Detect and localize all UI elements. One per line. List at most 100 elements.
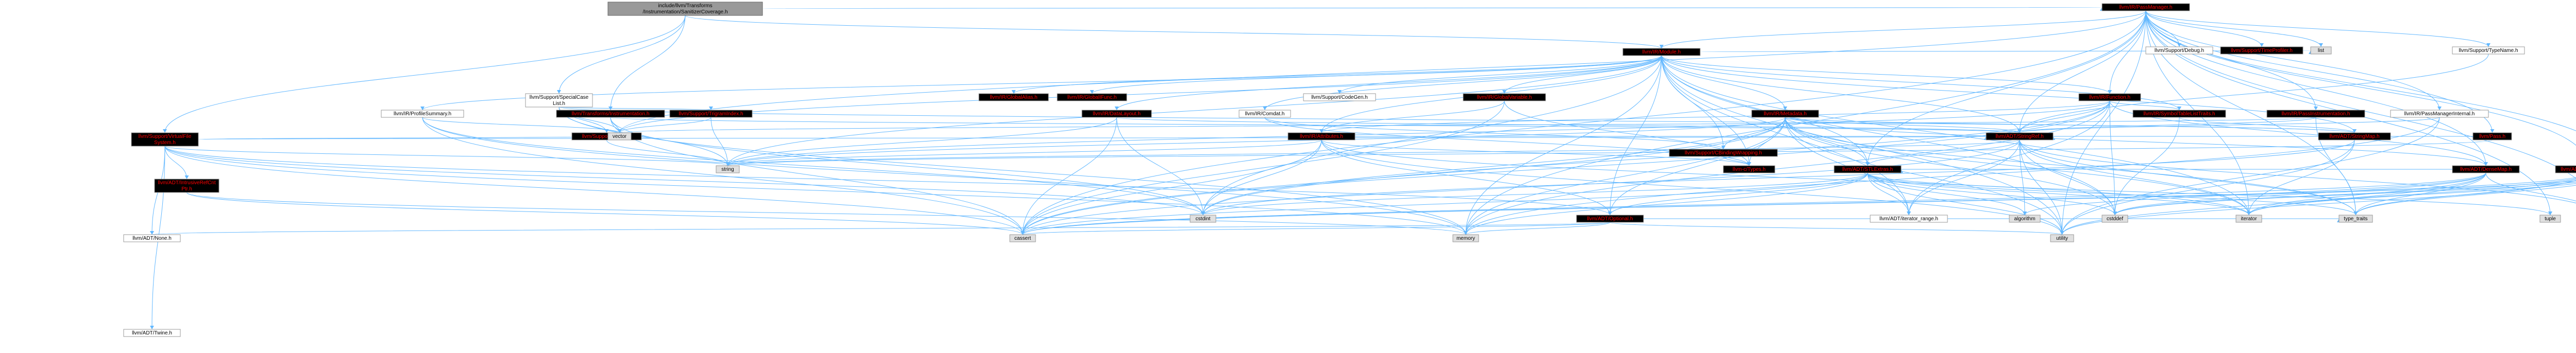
node-label: llvm/ADT/StringMap.h — [2329, 134, 2379, 139]
node-datalayout[interactable]: llvm/IR/DataLayout.h — [1081, 110, 1152, 118]
node-pass[interactable]: llvm/Pass.h — [2472, 132, 2512, 140]
node-globalifunc[interactable]: llvm/IR/GlobalIFunc.h — [1057, 93, 1127, 101]
arrowhead — [184, 175, 189, 179]
edge-passmanager-to-list — [2145, 10, 2321, 47]
edge-passmanagerinternal-to-memory — [1465, 117, 2440, 235]
node-box — [2235, 215, 2262, 223]
node-box — [607, 132, 632, 140]
node-box — [2102, 3, 2190, 11]
node-metadata[interactable]: llvm/IR/Metadata.h — [1751, 110, 1819, 118]
arrowhead — [2247, 211, 2251, 215]
node-profilesummary[interactable]: llvm/IR/ProfileSummary.h — [381, 110, 464, 118]
node-module[interactable]: llvm/IR/Module.h — [1622, 48, 1701, 56]
node-vector[interactable]: vector — [607, 132, 632, 140]
node-timeprofiler[interactable]: llvm/Support/TimeProfiler.h — [2220, 46, 2303, 55]
node-trigramindex[interactable]: llvm/Support/TrigramIndex.h — [669, 110, 753, 118]
arrowhead — [163, 129, 167, 133]
node-box — [556, 110, 665, 118]
node-box — [2266, 110, 2365, 118]
edge-module-to-profilesummary — [422, 55, 1662, 111]
edge-metadata-to-cbindingwrapping — [1723, 117, 1786, 150]
edge-instrumentation-to-cstdint — [610, 117, 1204, 216]
node-box — [607, 2, 763, 16]
node-tuple[interactable]: tuple — [2539, 215, 2561, 223]
node-stlextras[interactable]: llvm/ADT/STLExtras.h — [1834, 165, 1902, 173]
edge-function-to-memory — [1465, 100, 2110, 235]
edge-optional-to-utility — [1609, 222, 2062, 235]
node-cassert[interactable]: cassert — [1009, 234, 1036, 242]
node-ctype[interactable]: llvm/ADT/Twine.h — [123, 329, 181, 337]
node-algorithm[interactable]: algorithm — [2009, 215, 2041, 223]
node-cstdint[interactable]: cstdint — [1190, 215, 1216, 223]
node-box — [2555, 165, 2576, 173]
edge-metadata-to-iterator — [1785, 117, 2249, 216]
node-string[interactable]: string — [716, 165, 740, 173]
node-cstddef[interactable]: cstddef — [2102, 215, 2128, 223]
node-iterator[interactable]: iterator — [2235, 215, 2262, 223]
node-root[interactable]: include/llvm/Transforms/Instrumentation/… — [607, 2, 763, 16]
node-box — [1303, 93, 1376, 101]
edge-metadata-to-stlextras — [1785, 117, 1868, 166]
edge-passmanager-to-cassert — [1022, 10, 2146, 235]
node-cbindingwrapping[interactable]: llvm/Support/CBindingWrapping.h — [1669, 149, 1778, 157]
node-comdat[interactable]: llvm/IR/Comdat.h — [1239, 110, 1291, 118]
node-symboltable[interactable]: llvm/IR/SymbolTableListTraits.h — [2132, 110, 2226, 118]
edge-function-to-cstdint — [1202, 100, 2110, 216]
node-label: llvm/ADT/StringRef.h — [1995, 134, 2043, 139]
node-attributes[interactable]: llvm/IR/Attributes.h — [1287, 132, 1355, 140]
node-label: llvm/ADT/SmallPtrSet.h — [2561, 167, 2576, 172]
edge-trigramindex-to-string — [710, 117, 728, 166]
edge-specialcase-to-memory — [558, 107, 1466, 235]
node-stringref[interactable]: llvm/ADT/StringRef.h — [1986, 132, 2054, 140]
node-globalalias[interactable]: llvm/IR/GlobalAlias.h — [978, 93, 1049, 101]
arrowhead — [1608, 211, 1612, 215]
edge-stringref-to-cstring — [2019, 139, 2576, 204]
node-ctypes[interactable]: llvm-c/Types.h — [1723, 165, 1775, 173]
node-none[interactable]: llvm/ADT/None.h — [123, 234, 181, 242]
edge-specialcase-to-trigramindex — [558, 107, 711, 111]
node-debug[interactable]: llvm/Support/Debug.h — [2145, 46, 2213, 55]
edge-virtualfs-to-stringref — [198, 136, 1987, 140]
node-passmanager[interactable]: llvm/IR/PassManager.h — [2102, 3, 2190, 11]
arrowhead — [2486, 43, 2490, 47]
edge-function-to-string — [727, 100, 2110, 166]
node-label: llvm/IR/DataLayout.h — [1093, 111, 1141, 117]
edge-profilesummary-to-memory — [422, 117, 1466, 235]
edge-stringref-to-stlextras — [1867, 139, 2020, 166]
node-label: llvm/Support/Regex.h — [582, 134, 632, 139]
node-box — [1751, 110, 1819, 118]
node-instrumentation[interactable]: llvm/Transforms/Instrumentation.h — [556, 110, 665, 118]
node-passmanagerinternal[interactable]: llvm/IR/PassManagerInternal.h — [2390, 110, 2489, 118]
edge-passmanager-to-timeprofiler — [2145, 10, 2262, 47]
node-stringmap[interactable]: llvm/ADT/StringMap.h — [2318, 132, 2391, 140]
node-iteratorrange[interactable]: llvm/ADT/iterator_range.h — [1870, 215, 1948, 223]
node-optional[interactable]: llvm/ADT/Optional.h — [1576, 215, 1644, 223]
node-label: cstdint — [1196, 216, 1211, 222]
node-function[interactable]: llvm/IR/Function.h — [2078, 93, 2141, 101]
node-typename[interactable]: llvm/Support/TypeName.h — [2452, 46, 2525, 55]
node-box — [2220, 46, 2303, 55]
edge-passinstrumentation-to-typetraits — [2315, 117, 2356, 216]
node-codegen[interactable]: llvm/Support/CodeGen.h — [1303, 93, 1376, 101]
node-densemap[interactable]: llvm/ADT/DenseMap.h — [2452, 165, 2520, 173]
node-list[interactable]: list — [2310, 46, 2332, 55]
node-passinstrumentation[interactable]: llvm/IR/PassInstrumentation.h — [2266, 110, 2365, 118]
node-box — [1576, 215, 1644, 223]
node-smallptrset[interactable]: llvm/ADT/SmallPtrSet.h — [2555, 165, 2576, 173]
node-utility[interactable]: utility — [2050, 234, 2074, 242]
arrowhead — [557, 90, 561, 94]
node-label: llvm/IR/PassManagerInternal.h — [2404, 111, 2475, 117]
node-box — [2472, 132, 2512, 140]
node-memory[interactable]: memory — [1452, 234, 1479, 242]
edge-stlextras-to-tuple — [1867, 172, 2551, 216]
node-label: llvm/IR/GlobalVariable.h — [1477, 95, 1532, 100]
node-globalvariable[interactable]: llvm/IR/GlobalVariable.h — [1463, 93, 1546, 101]
node-typetraits[interactable]: type_traits — [2338, 215, 2373, 223]
edge-densemap-to-cassert — [1022, 172, 2486, 235]
edge-passmanager-to-stringref — [2019, 10, 2146, 133]
edge-virtualfs-to-intrusiverefcnt — [164, 146, 187, 180]
arrowhead — [2490, 129, 2495, 133]
